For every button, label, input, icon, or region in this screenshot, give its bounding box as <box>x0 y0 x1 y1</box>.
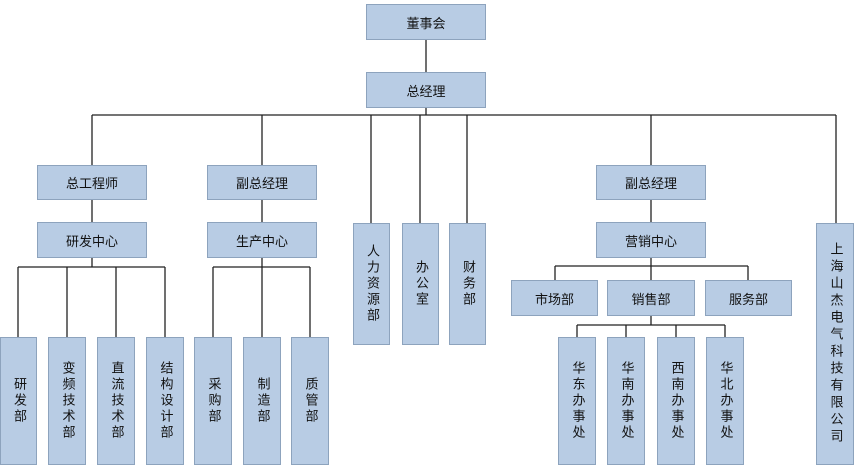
inverter-tech-dept-label: 变频技术部 <box>59 361 75 441</box>
inverter-tech-dept-box: 变频技术部 <box>48 337 86 465</box>
subsidiary-box: 上海山杰电气科技有限公司 <box>816 223 854 465</box>
marketing-center-label: 营销中心 <box>624 234 677 250</box>
east-china-office-label: 华东办事处 <box>569 361 585 441</box>
north-china-office-box: 华北办事处 <box>706 337 744 465</box>
structural-design-dept-label: 结构设计部 <box>157 361 173 441</box>
chief-engineer-label: 总工程师 <box>65 177 118 192</box>
manufacturing-dept-box: 制造部 <box>243 337 281 465</box>
dc-tech-dept-box: 直流技术部 <box>97 337 135 465</box>
deputy-gm-left-label: 副总经理 <box>235 177 288 192</box>
general-manager-label: 总经理 <box>406 84 446 100</box>
sales-dept-label: 销售部 <box>631 292 671 308</box>
office-label: 办公室 <box>413 260 428 308</box>
rd-dept-label: 研发部 <box>11 377 26 425</box>
chief-engineer-box: 总工程师 <box>37 165 147 200</box>
rd-dept-box: 研发部 <box>0 337 37 465</box>
quality-dept-box: 质管部 <box>291 337 329 465</box>
southwest-office-label: 西南办事处 <box>668 361 684 441</box>
structural-design-dept-box: 结构设计部 <box>146 337 184 465</box>
subsidiary-label: 上海山杰电气科技有限公司 <box>827 242 843 446</box>
finance-dept-box: 财务部 <box>449 223 486 345</box>
rd-center-label: 研发中心 <box>65 234 118 250</box>
service-dept-box: 服务部 <box>705 280 792 316</box>
deputy-gm-right-box: 副总经理 <box>596 165 706 200</box>
service-dept-label: 服务部 <box>728 292 768 308</box>
hr-dept-box: 人力资源部 <box>353 223 390 345</box>
south-china-office-label: 华南办事处 <box>618 361 634 441</box>
manufacturing-dept-label: 制造部 <box>254 377 270 425</box>
quality-dept-label: 质管部 <box>302 377 318 425</box>
production-center-box: 生产中心 <box>207 222 317 258</box>
hr-dept-label: 人力资源部 <box>364 244 379 324</box>
south-china-office-box: 华南办事处 <box>607 337 645 465</box>
marketing-center-box: 营销中心 <box>596 222 706 258</box>
office-box: 办公室 <box>402 223 439 345</box>
board-box: 董事会 <box>366 4 486 40</box>
finance-dept-label: 财务部 <box>460 260 475 308</box>
sales-dept-box: 销售部 <box>607 280 695 316</box>
purchasing-dept-label: 采购部 <box>205 377 221 425</box>
rd-center-box: 研发中心 <box>37 222 147 258</box>
market-dept-label: 市场部 <box>534 292 574 308</box>
southwest-office-box: 西南办事处 <box>657 337 695 465</box>
board-label: 董事会 <box>406 16 446 32</box>
market-dept-box: 市场部 <box>511 280 598 316</box>
general-manager-box: 总经理 <box>366 72 486 108</box>
deputy-gm-left-box: 副总经理 <box>207 165 317 200</box>
north-china-office-label: 华北办事处 <box>717 361 733 441</box>
east-china-office-box: 华东办事处 <box>558 337 596 465</box>
purchasing-dept-box: 采购部 <box>194 337 232 465</box>
dc-tech-dept-label: 直流技术部 <box>108 361 124 441</box>
production-center-label: 生产中心 <box>235 234 288 250</box>
deputy-gm-right-label: 副总经理 <box>624 177 677 192</box>
